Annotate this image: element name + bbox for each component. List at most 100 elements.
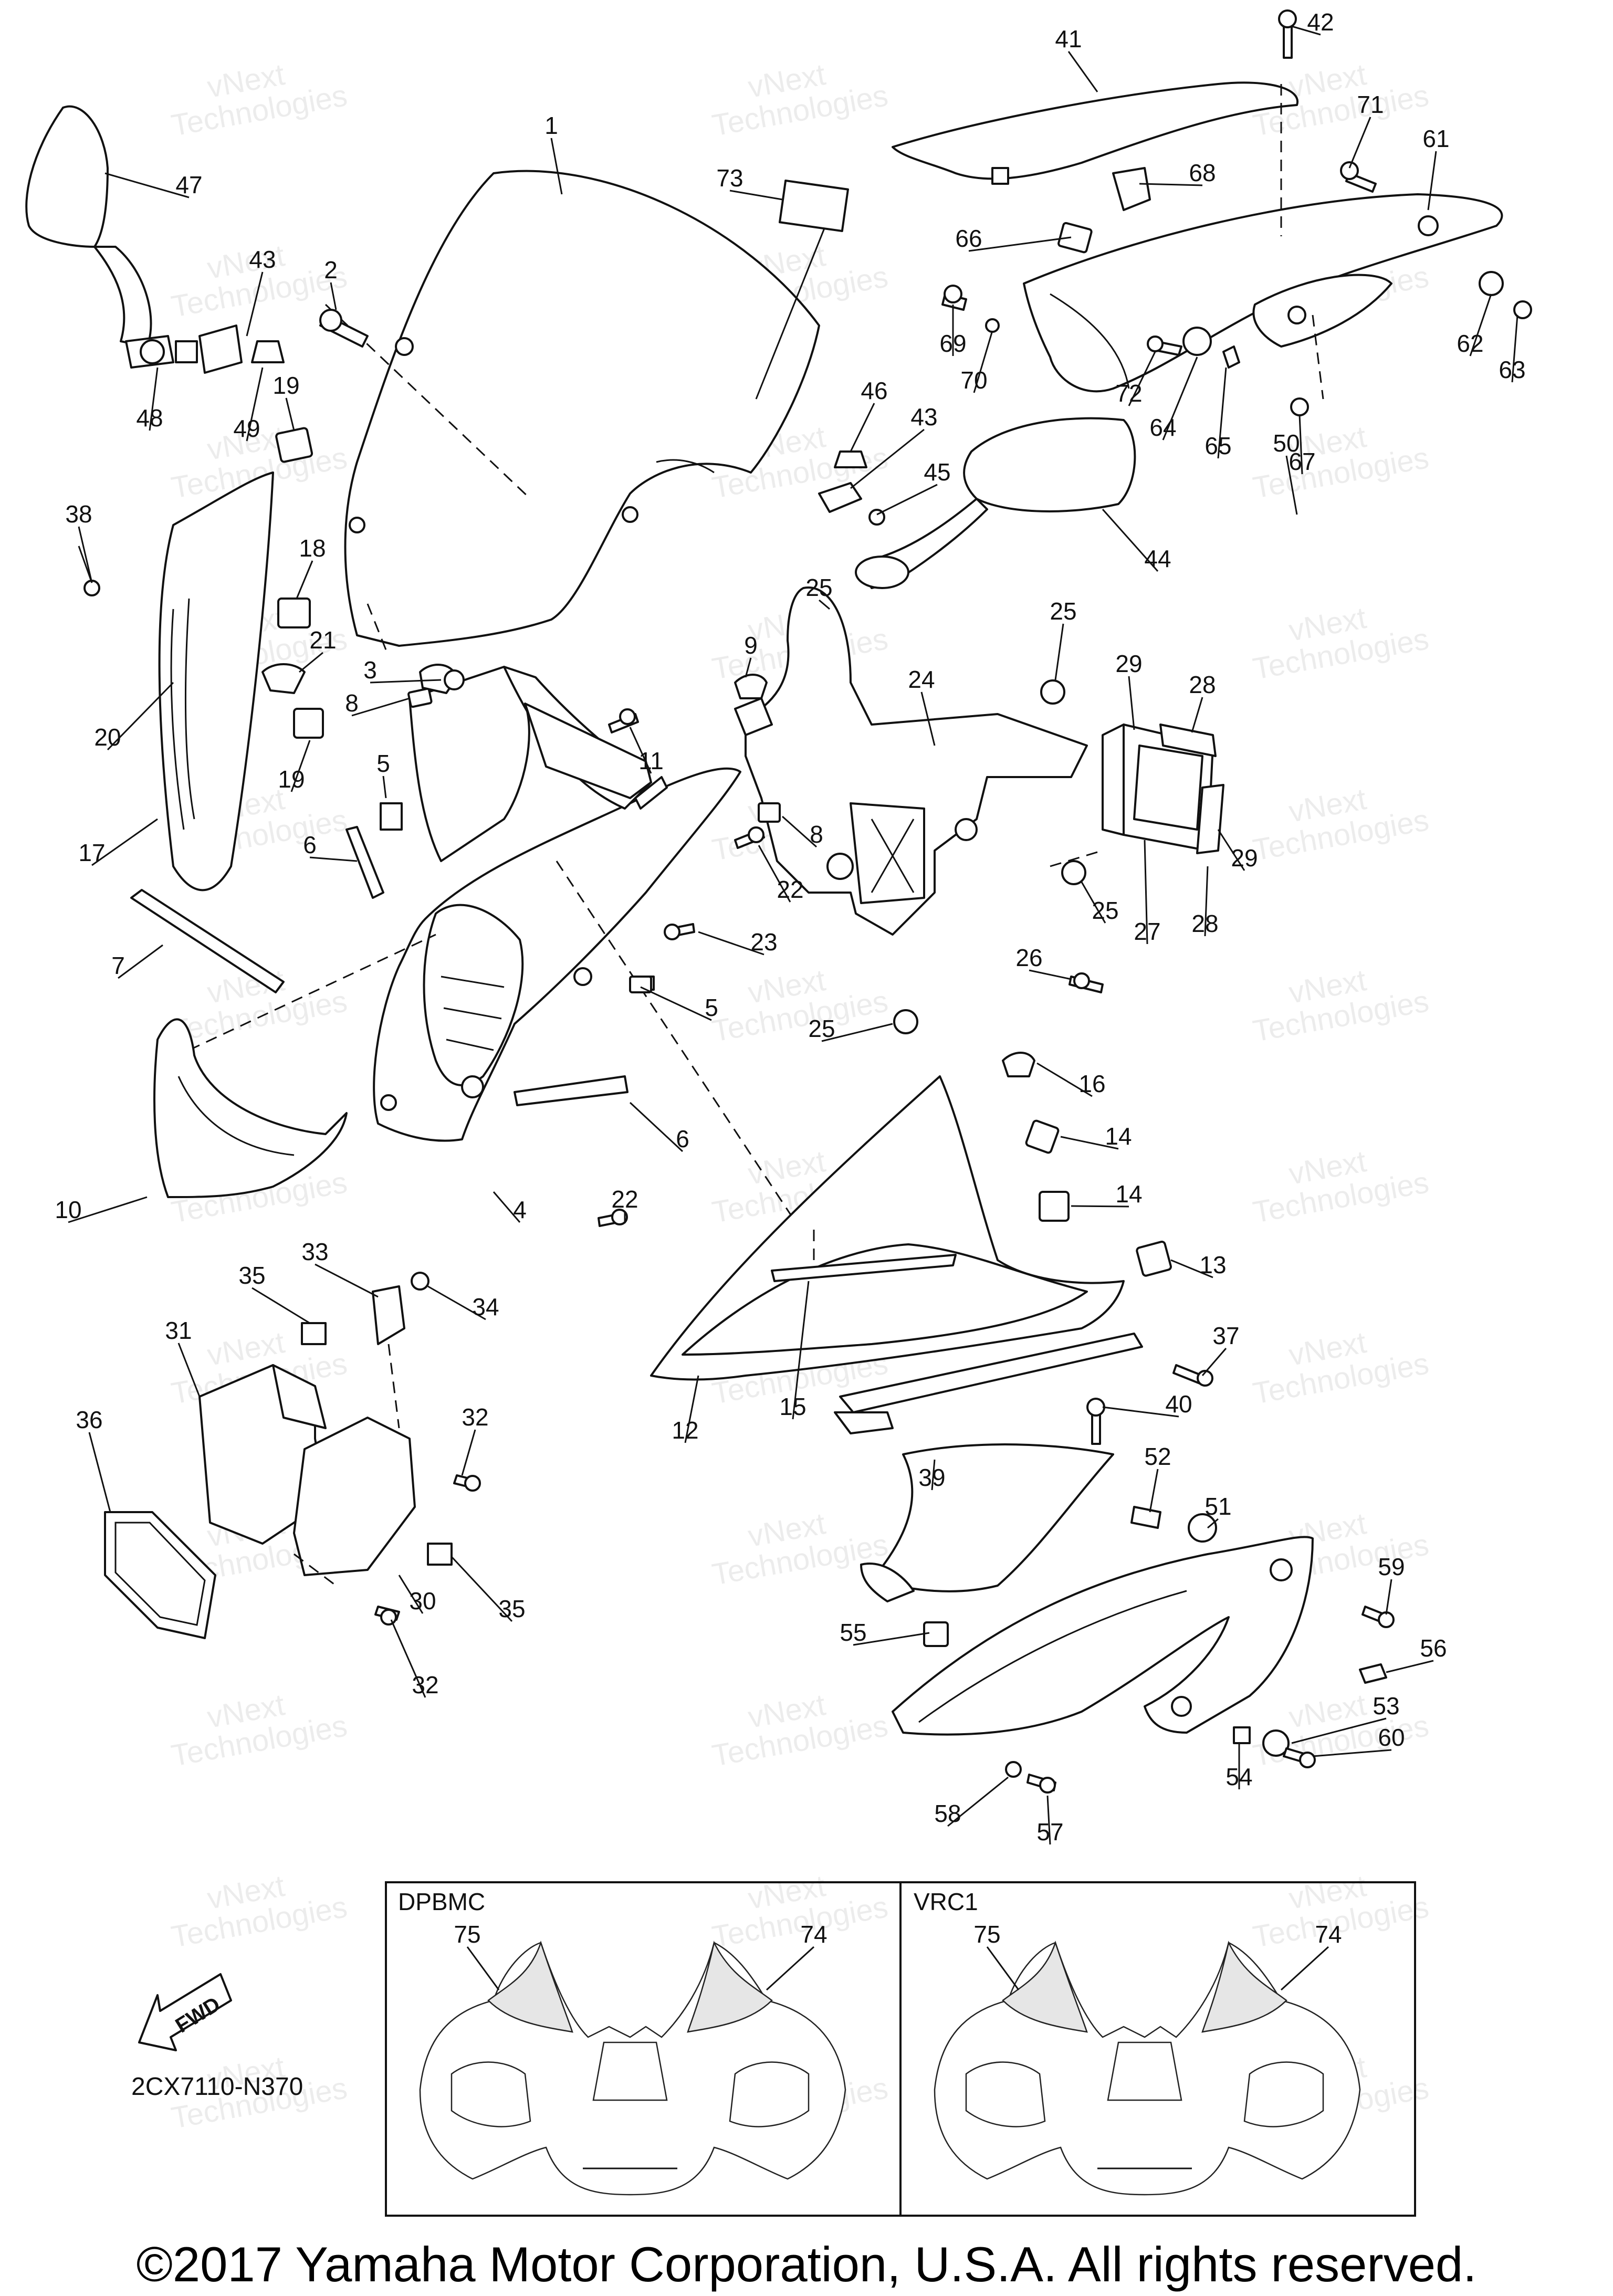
callout-number: 74	[1315, 1921, 1342, 1948]
callout-number: 28	[1191, 910, 1218, 937]
callout-number: 48	[136, 404, 163, 432]
callout-leader	[729, 190, 783, 201]
forward-arrow-icon: FWD	[138, 1973, 232, 2051]
callout-number: 36	[76, 1406, 102, 1433]
callout-number: 38	[65, 500, 92, 528]
intake-duct-30-part	[293, 1417, 416, 1576]
variant-label-dpbmc: DPBMC	[398, 1888, 485, 1915]
callout-number: 75	[454, 1921, 480, 1948]
callout-number: 47	[175, 171, 202, 198]
callout-leader	[629, 1102, 684, 1152]
diagram-code: 2CX7110-N370	[131, 2073, 303, 2101]
callout-leader	[920, 691, 936, 746]
callout-number: 32	[462, 1403, 488, 1431]
callout-number: 19	[273, 372, 299, 399]
callout-leader	[461, 1429, 476, 1476]
callout-number: 59	[1378, 1553, 1405, 1580]
callout-number: 20	[94, 724, 121, 751]
callout-leader	[299, 652, 323, 673]
strip-7-part	[130, 889, 285, 993]
callout-number: 44	[1144, 545, 1171, 572]
callout-leader	[466, 1946, 500, 1990]
callout-number: 51	[1204, 1493, 1231, 1520]
callout-leader	[1060, 1136, 1119, 1150]
callout-number: 49	[233, 415, 260, 442]
callout-leader	[1071, 1205, 1129, 1208]
callout-leader	[1207, 1518, 1219, 1529]
callout-number: 75	[973, 1921, 1000, 1948]
callout-number: 22	[777, 876, 803, 903]
callout-leader	[1298, 414, 1303, 475]
callout-leader	[68, 1196, 148, 1223]
callout-number: 23	[750, 928, 777, 956]
callout-number: 66	[955, 225, 982, 252]
callout-number: 17	[78, 839, 105, 866]
callout-number: 70	[960, 366, 987, 394]
callout-number: 18	[299, 534, 326, 562]
callout-leader	[104, 172, 190, 198]
callout-number: 24	[908, 666, 935, 693]
callout-number: 68	[1189, 159, 1216, 186]
callout-number: 39	[918, 1464, 945, 1491]
callout-leader	[177, 1343, 201, 1397]
callout-leader	[850, 403, 875, 452]
callout-number: 37	[1212, 1322, 1239, 1349]
callout-number: 64	[1149, 414, 1176, 441]
callout-number: 50	[1273, 429, 1300, 457]
callout-number: 56	[1420, 1634, 1447, 1662]
callout-leader	[1128, 351, 1156, 406]
callout-leader	[1162, 357, 1198, 441]
callout-number: 72	[1115, 380, 1142, 407]
front-duct-part	[153, 1018, 348, 1198]
callout-leader	[1217, 829, 1245, 871]
callout-number: 10	[55, 1196, 81, 1223]
callout-leader	[766, 1946, 815, 1991]
callout-leader	[91, 818, 158, 866]
callout-number: 60	[1378, 1724, 1405, 1751]
callout-number: 5	[376, 750, 390, 777]
callout-number: 65	[1204, 432, 1231, 459]
callout-leader	[1285, 455, 1298, 515]
callout-number: 25	[1050, 597, 1076, 625]
callout-leader	[986, 1946, 1020, 1990]
callout-leader	[107, 682, 174, 751]
top-cover-41-part	[892, 81, 1299, 180]
callout-number: 12	[672, 1417, 698, 1444]
callout-number: 34	[472, 1293, 499, 1320]
callout-number: 25	[808, 1015, 835, 1042]
callout-leader	[947, 1776, 1009, 1827]
callout-number: 4	[513, 1196, 527, 1223]
callout-leader	[1081, 882, 1106, 924]
callout-leader	[1348, 117, 1371, 169]
callout-leader	[821, 1023, 893, 1042]
callout-number: 45	[924, 458, 950, 486]
callout-leader	[351, 697, 410, 717]
callout-number: 41	[1055, 25, 1082, 53]
callout-number: 6	[303, 831, 317, 858]
callout-number: 25	[1092, 897, 1118, 924]
cowling-stay-part	[745, 586, 1088, 936]
callout-leader	[451, 1556, 513, 1622]
callout-leader	[252, 1287, 310, 1324]
callout-number: 19	[278, 766, 305, 793]
variant-label-vrc1: VRC1	[914, 1888, 978, 1915]
callout-leader	[931, 1459, 936, 1491]
callout-number: 74	[800, 1921, 827, 1948]
callout-number: 46	[861, 377, 887, 404]
callout-leader	[370, 679, 442, 684]
callout-number: 2	[324, 256, 338, 284]
callout-number: 42	[1307, 8, 1334, 36]
callout-leader	[390, 1619, 426, 1698]
callout-leader	[1201, 1348, 1227, 1376]
callout-leader	[78, 526, 93, 583]
callout-number: 29	[1115, 650, 1142, 677]
callout-leader	[427, 1285, 486, 1320]
callout-number: 69	[939, 330, 966, 357]
